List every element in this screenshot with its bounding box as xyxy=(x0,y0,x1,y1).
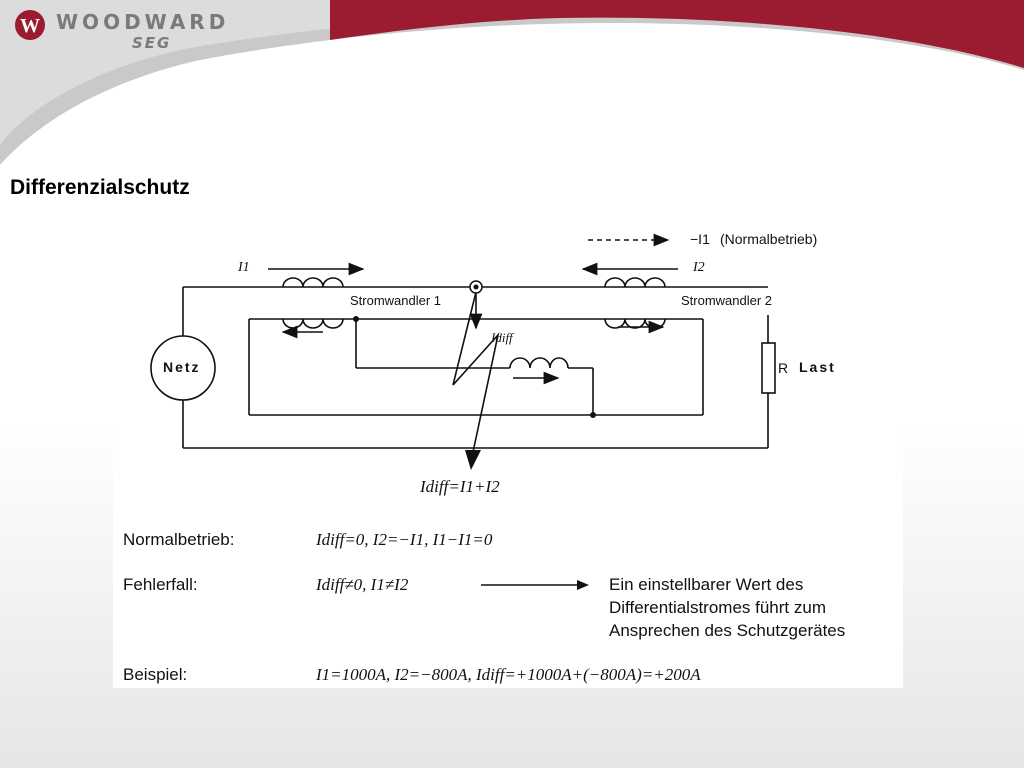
page-title: Differenzialschutz xyxy=(10,176,190,199)
header-swoosh xyxy=(0,0,1024,165)
label-i1: I1 xyxy=(238,260,250,275)
circuit-diagram xyxy=(150,233,776,470)
woodward-logo-icon: W xyxy=(15,10,45,40)
fault-result-line2: Differentialstromes führt zum xyxy=(609,598,826,617)
fault-arrow xyxy=(481,580,589,590)
fault-result-line1: Ein einstellbarer Wert des xyxy=(609,575,804,594)
brand-logo: W xyxy=(10,8,50,47)
ct2-label: Stromwandler 2 xyxy=(681,293,773,308)
load-label: Last xyxy=(799,359,836,375)
fault-label: Fehlerfall: xyxy=(123,575,198,594)
formula-rhs: =I1+I2 xyxy=(448,477,500,496)
fault-result-line3: Ansprechen des Schutzgerätes xyxy=(609,621,846,640)
legend-symbol: −I1 xyxy=(690,231,710,247)
label-i2: I2 xyxy=(693,260,705,275)
ct1-label: Stromwandler 1 xyxy=(350,293,442,308)
brand-name: WOODWARD xyxy=(56,10,230,34)
differential-protection-figure: −I1 (Normalbetrieb) I1 I2 Stromwandler 1… xyxy=(113,220,903,688)
legend-label: (Normalbetrieb) xyxy=(720,231,818,247)
fault-expr: Idiff≠0, I1≠I2 xyxy=(316,575,409,594)
normal-label: Normalbetrieb: xyxy=(123,530,235,549)
example-label: Beispiel: xyxy=(123,665,188,684)
formula-lhs: Idiff xyxy=(420,477,449,496)
formula: Idiff=I1+I2 xyxy=(420,477,500,497)
resistor-label: R xyxy=(778,360,789,376)
example-expr: I1=1000A, I2=−800A, Idiff=+1000A+(−800A)… xyxy=(316,665,701,684)
normal-expr: Idiff=0, I2=−I1, I1−I1=0 xyxy=(316,530,493,549)
idiff-label: Idiff xyxy=(491,330,513,345)
svg-text:W: W xyxy=(20,15,40,37)
netz-label: Netz xyxy=(163,359,201,375)
brand-sub: SEG xyxy=(132,34,172,52)
